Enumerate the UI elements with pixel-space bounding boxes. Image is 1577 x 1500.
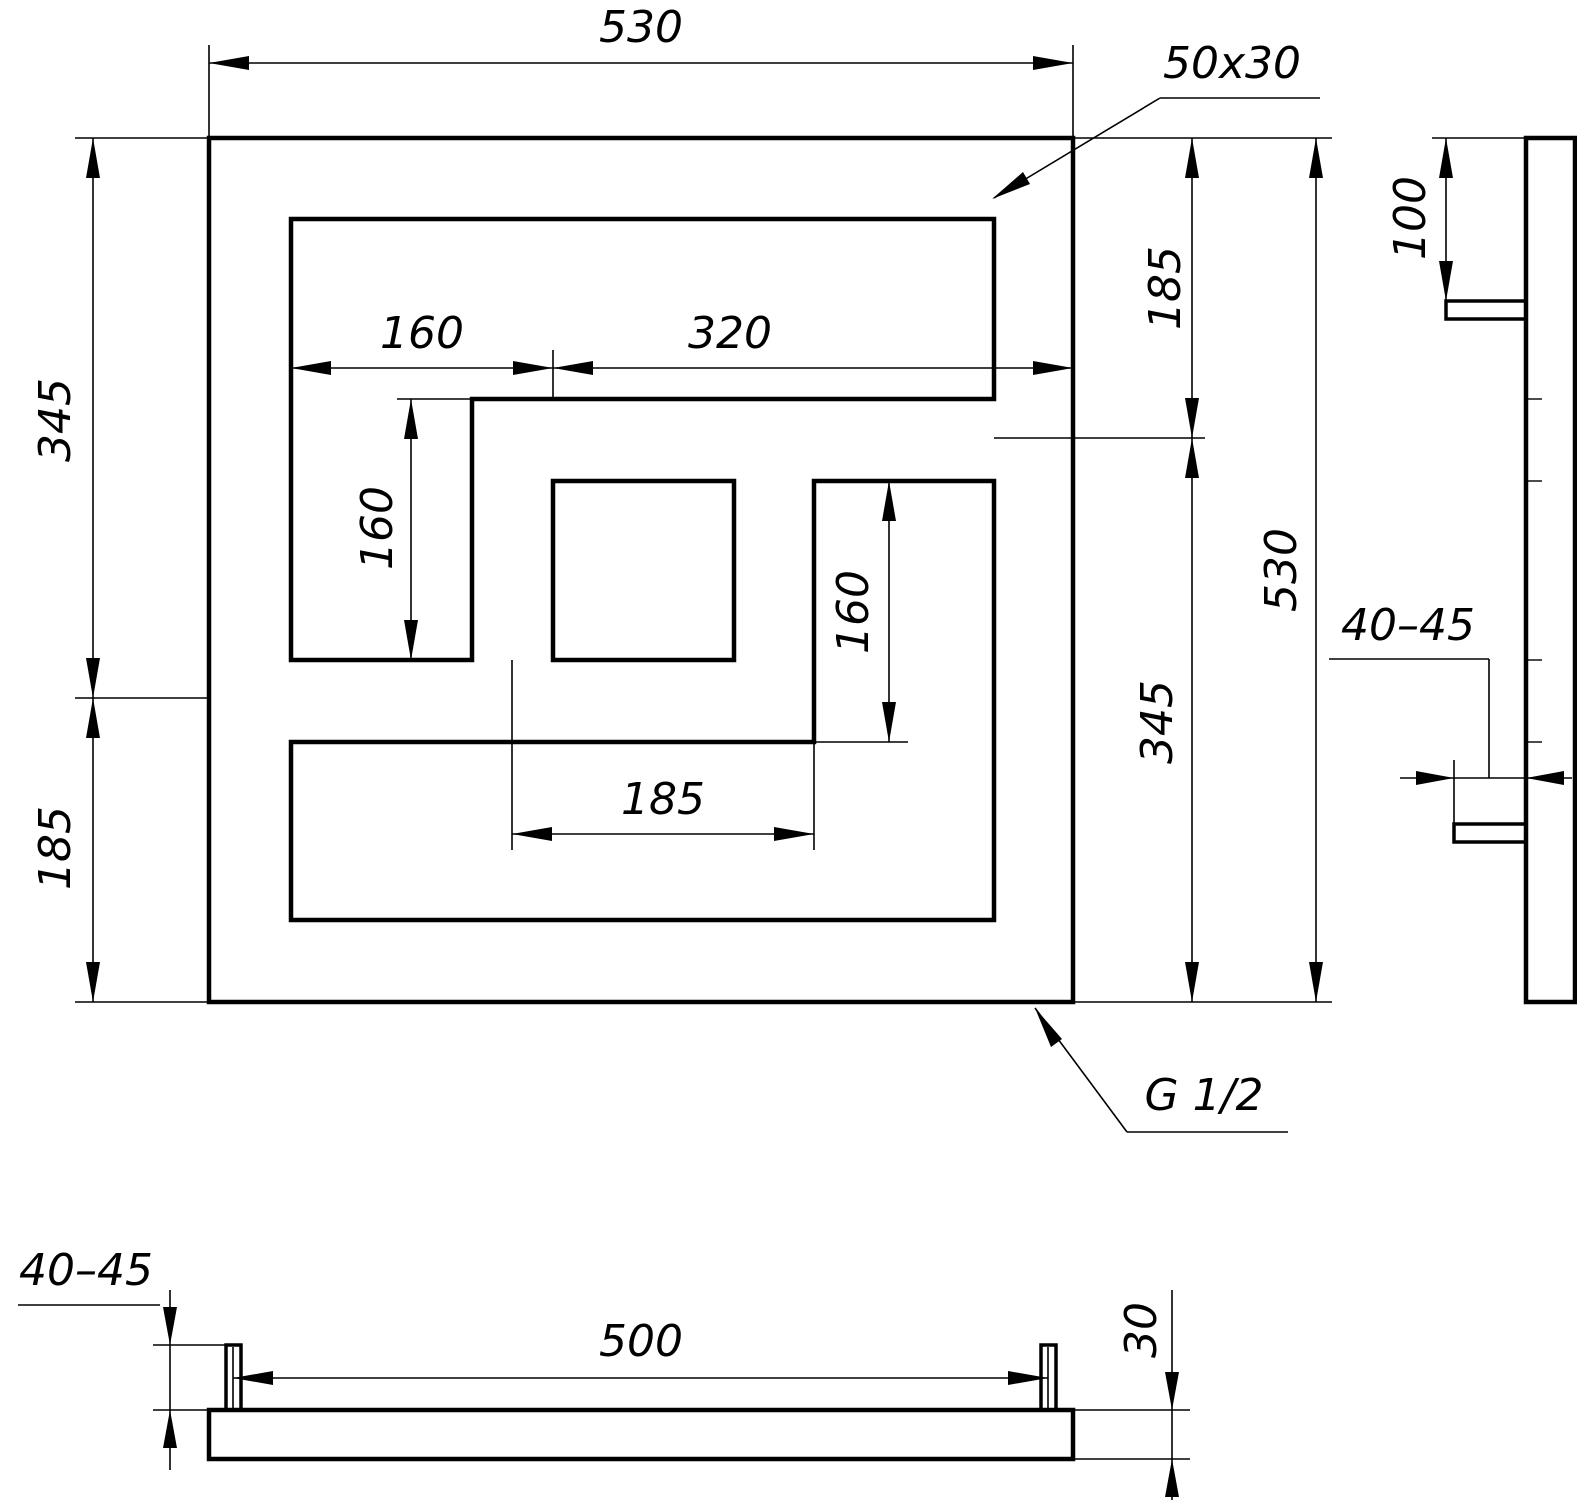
dim-160-right-inner-label: 160 — [828, 570, 879, 654]
dim-30-label: 30 — [1116, 1302, 1167, 1358]
dim-bottom-500: 500 — [232, 1316, 1049, 1410]
side-40-45-label: 40–45 — [1341, 600, 1475, 651]
dim-100-label: 100 — [1385, 176, 1436, 260]
dim-345-left-label: 345 — [30, 378, 81, 462]
dim-160-left-inner: 160 — [352, 398, 472, 660]
dim-overall-width: 530 — [208, 2, 1074, 138]
dim-530-right-label: 530 — [1256, 528, 1307, 612]
side-top-bracket — [1444, 299, 1528, 321]
dim-bottom-40-45: 40–45 — [18, 1245, 226, 1470]
side-profile — [1523, 135, 1577, 1005]
side-view — [1444, 135, 1577, 1005]
bottom-profile — [206, 1407, 1076, 1462]
dim-left-chain: 345 185 — [30, 137, 209, 1003]
bottom-40-45-label: 40–45 — [19, 1245, 153, 1296]
dim-side-40-45: 40–45 — [1329, 600, 1572, 824]
dim-320-label: 320 — [688, 308, 772, 359]
dim-185-bottom-inner: 185 — [511, 660, 815, 850]
outer-frame — [206, 135, 1076, 1005]
dim-345-right-label: 345 — [1132, 680, 1183, 764]
dim-185-bottom-inner-label: 185 — [621, 774, 705, 825]
dim-160-top-label: 160 — [380, 308, 464, 359]
leader-profile: 50x30 — [992, 38, 1320, 199]
dim-160-left-inner-label: 160 — [352, 486, 403, 570]
dim-530-top-label: 530 — [599, 2, 683, 53]
leader-thread: G 1/2 — [1034, 1007, 1288, 1133]
dim-160-right-inner: 160 — [814, 481, 908, 743]
dim-bottom-30: 30 — [1073, 1290, 1190, 1500]
side-bottom-bracket — [1452, 822, 1528, 844]
dim-overall-height: 530 — [1205, 137, 1332, 1003]
profile-label: 50x30 — [1163, 38, 1301, 89]
thread-label: G 1/2 — [1145, 1070, 1264, 1121]
dim-185-right-label: 185 — [1140, 246, 1191, 330]
front-view — [206, 135, 1076, 1005]
center-square-cutout — [550, 478, 737, 663]
dim-side-100: 100 — [1385, 137, 1526, 301]
dim-185-left-label: 185 — [30, 806, 81, 890]
dim-500-label: 500 — [599, 1316, 683, 1367]
dim-right-chain: 185 345 — [994, 137, 1205, 1003]
dim-160-320: 160 320 — [291, 308, 1073, 399]
